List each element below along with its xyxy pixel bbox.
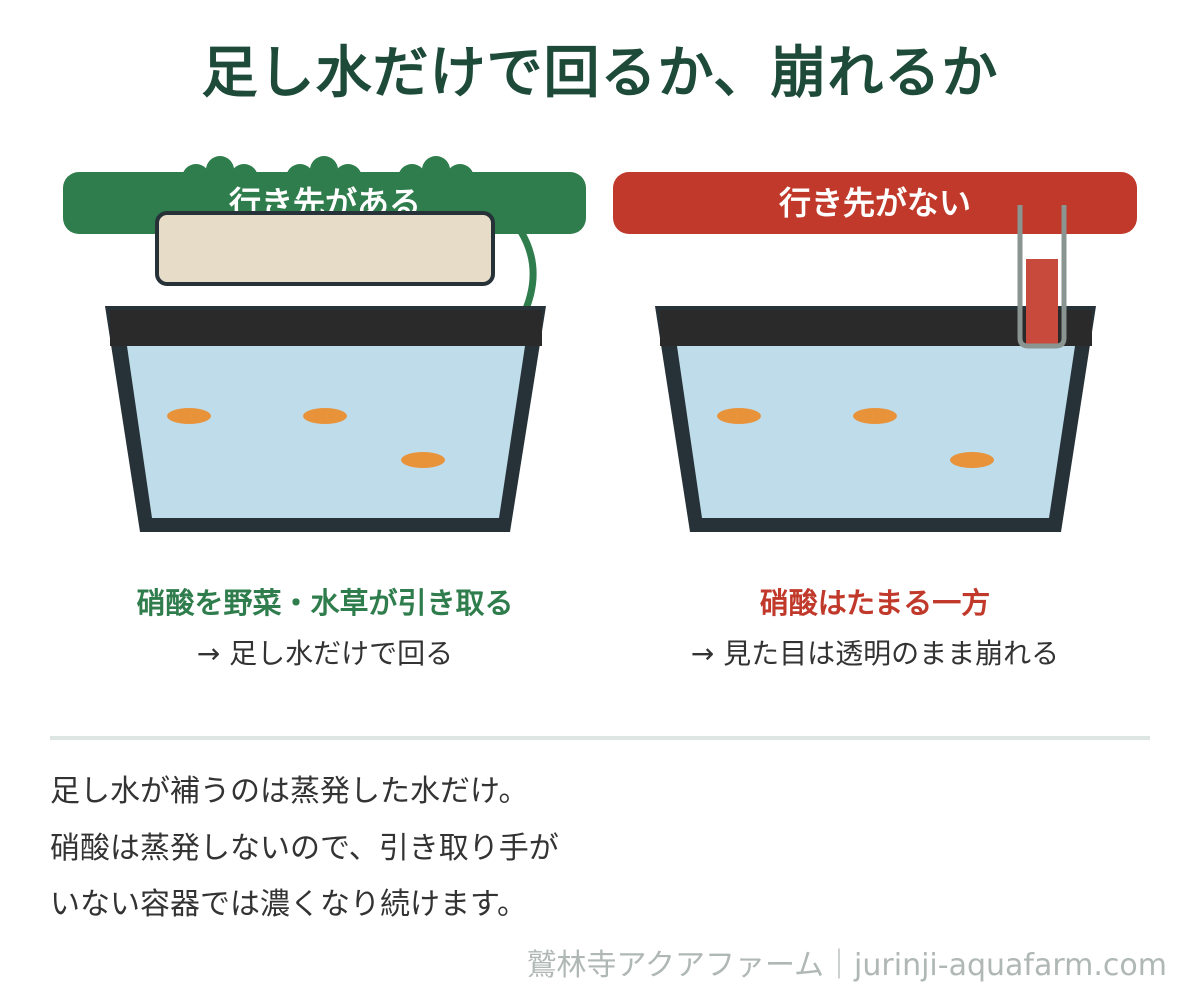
left-tank-rim bbox=[110, 310, 542, 346]
fish-icon bbox=[717, 408, 761, 424]
fish-icon bbox=[401, 452, 445, 468]
right-header-label: 行き先がない bbox=[779, 184, 971, 222]
page-title: 足し水だけで回るか、崩れるか bbox=[201, 41, 999, 106]
right-header-banner bbox=[613, 172, 1137, 234]
left-caption: 硝酸を野菜・水草が引き取る bbox=[136, 586, 514, 620]
body-line: 足し水が補うのは蒸発した水だけ。 bbox=[50, 774, 529, 809]
body-line: 硝酸は蒸発しないので、引き取り手が bbox=[50, 831, 559, 866]
right-panel: 行き先がない bbox=[613, 172, 1137, 532]
right-caption: 硝酸はたまる一方 bbox=[759, 586, 991, 620]
right-water bbox=[677, 346, 1075, 518]
test-tube-icon bbox=[1017, 205, 1067, 349]
right-result: → 見た目は透明のまま崩れる bbox=[690, 637, 1060, 670]
left-result: → 足し水だけで回る bbox=[196, 637, 454, 670]
fish-icon bbox=[950, 452, 994, 468]
comparison-diagram: 行き先がある 行き先がない bbox=[63, 156, 1137, 532]
divider bbox=[50, 736, 1150, 740]
fish-icon bbox=[303, 408, 347, 424]
fish-icon bbox=[167, 408, 211, 424]
planter-box bbox=[155, 211, 495, 286]
fish-icon bbox=[853, 408, 897, 424]
site-credit: 鷲林寺アクアファーム｜jurinji-aquafarm.com bbox=[526, 948, 1167, 983]
left-water bbox=[127, 346, 525, 518]
left-panel: 行き先がある bbox=[63, 156, 586, 532]
body-line: いない容器では濃くなり続けます。 bbox=[50, 887, 527, 922]
